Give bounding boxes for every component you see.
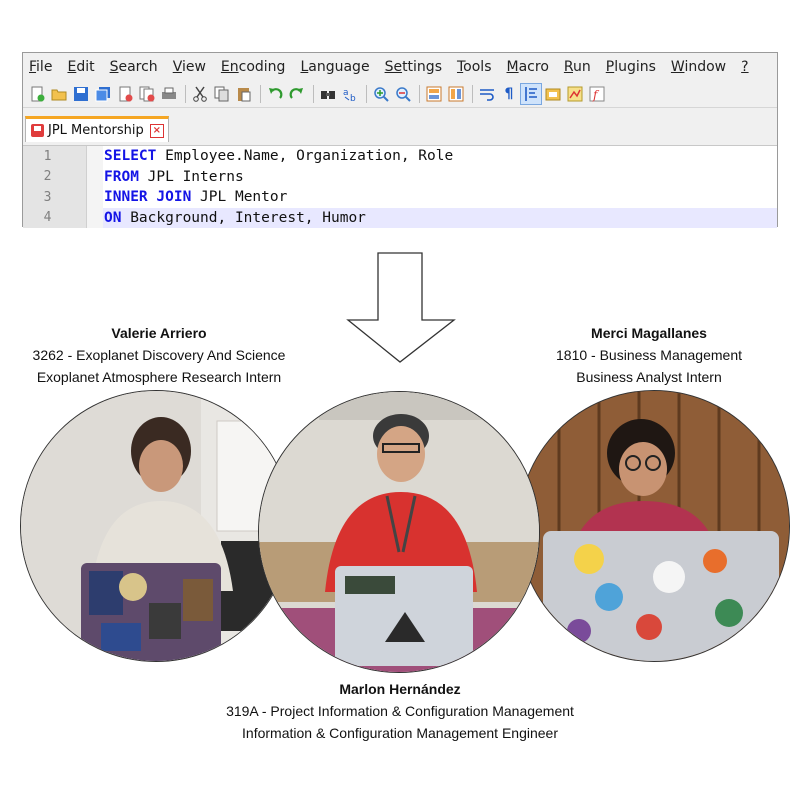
line-number: 2	[23, 166, 87, 187]
person-organization: 1810 - Business Management	[556, 347, 742, 363]
find-icon[interactable]	[318, 84, 338, 104]
photo-left-illustration	[21, 391, 291, 661]
new-file-icon[interactable]	[27, 84, 47, 104]
photo-merci	[518, 390, 790, 662]
save-all-icon[interactable]	[93, 84, 113, 104]
svg-text:a: a	[343, 88, 349, 98]
copy-icon[interactable]	[212, 84, 232, 104]
code-editor[interactable]: 1 SELECT Employee.Name, Organization, Ro…	[23, 145, 777, 228]
sql-keyword: SELECT	[104, 148, 157, 165]
menu-run[interactable]: Run	[563, 58, 591, 75]
code-line-current: 4 ON Background, Interest, Humor	[23, 207, 777, 228]
photo-marlon	[258, 391, 540, 673]
close-icon[interactable]: ×	[149, 123, 164, 138]
unsaved-file-icon	[31, 124, 44, 137]
menu-encoding[interactable]: Encoding	[220, 58, 286, 75]
toolbar-separator	[313, 84, 314, 103]
function-list-icon[interactable]: f	[587, 84, 607, 104]
code-line: 2 FROM JPL Interns	[23, 166, 777, 187]
svg-text:f: f	[592, 88, 600, 102]
show-all-chars-icon[interactable]: ¶	[504, 85, 514, 102]
close-icon[interactable]	[115, 84, 135, 104]
toolbar-separator	[419, 84, 420, 103]
down-arrow-icon	[346, 252, 456, 363]
person-organization: 319A - Project Information & Configurati…	[226, 703, 574, 719]
person-role: Business Analyst Intern	[576, 369, 722, 385]
menu-macro[interactable]: Macro	[506, 58, 549, 75]
photo-right-illustration	[519, 391, 789, 661]
person-role: Information & Configuration Management E…	[242, 725, 558, 741]
toolbar-separator	[185, 84, 186, 103]
line-number: 3	[23, 187, 87, 208]
sync-vertical-icon[interactable]	[424, 84, 444, 104]
menu-settings[interactable]: Settings	[384, 58, 442, 75]
tab-label: JPL Mentorship	[48, 123, 144, 138]
menu-plugins[interactable]: Plugins	[605, 58, 656, 75]
open-file-icon[interactable]	[49, 84, 69, 104]
menu-language[interactable]: Language	[300, 58, 370, 75]
folder-workspace-icon[interactable]	[543, 84, 563, 104]
fold-margin	[87, 146, 103, 167]
zoom-out-icon[interactable]	[393, 84, 413, 104]
person-role: Exoplanet Atmosphere Research Intern	[36, 369, 282, 385]
paste-icon[interactable]	[234, 84, 254, 104]
redo-icon[interactable]	[287, 84, 307, 104]
code-text: ON Background, Interest, Humor	[104, 209, 366, 226]
document-map-icon[interactable]	[565, 84, 585, 104]
undo-icon[interactable]	[265, 84, 285, 104]
code-line: 3 INNER JOIN JPL Mentor	[23, 187, 777, 208]
code-line: 1 SELECT Employee.Name, Organization, Ro…	[23, 146, 777, 167]
line-number: 4	[23, 207, 87, 228]
menu-help[interactable]: ?	[741, 58, 749, 75]
save-icon[interactable]	[71, 84, 91, 104]
sql-keyword: FROM	[104, 168, 139, 185]
photo-valerie	[20, 390, 292, 662]
menu-edit[interactable]: Edit	[67, 58, 95, 75]
menu-tools[interactable]: Tools	[456, 58, 492, 75]
close-all-icon[interactable]	[137, 84, 157, 104]
toolbar-separator	[472, 84, 473, 103]
menu-window[interactable]: Window	[670, 58, 727, 75]
person-name: Merci Magallanes	[591, 325, 707, 341]
code-text: SELECT Employee.Name, Organization, Role	[104, 148, 454, 165]
photo-center-illustration	[259, 392, 539, 672]
menu-view[interactable]: View	[172, 58, 206, 75]
word-wrap-icon[interactable]	[477, 84, 497, 104]
fold-margin	[87, 207, 103, 228]
line-number: 1	[23, 146, 87, 167]
code-text: INNER JOIN JPL Mentor	[104, 189, 288, 206]
menu-bar: File Edit Search View Encoding Language …	[23, 53, 777, 80]
toolbar-separator	[366, 84, 367, 103]
person-name: Valerie Arriero	[111, 325, 207, 341]
code-text: FROM JPL Interns	[104, 168, 244, 185]
fold-margin	[87, 187, 103, 208]
person-name: Marlon Hernández	[339, 681, 461, 697]
zoom-in-icon[interactable]	[371, 84, 391, 104]
person-caption-left: Valerie Arriero 3262 - Exoplanet Discove…	[14, 322, 304, 388]
print-icon[interactable]	[159, 84, 179, 104]
tab-bar: JPL Mentorship ×	[23, 108, 777, 142]
person-caption-center: Marlon Hernández 319A - Project Informat…	[150, 678, 650, 744]
menu-search[interactable]: Search	[109, 58, 158, 75]
sql-keyword: ON	[104, 209, 122, 226]
person-organization: 3262 - Exoplanet Discovery And Science	[32, 347, 286, 363]
fold-margin	[87, 166, 103, 187]
svg-text:b: b	[350, 94, 356, 102]
indent-guide-icon[interactable]	[520, 82, 542, 105]
menu-file[interactable]: File	[29, 58, 53, 75]
person-caption-right: Merci Magallanes 1810 - Business Managem…	[504, 322, 794, 388]
tab-jpl-mentorship[interactable]: JPL Mentorship ×	[25, 116, 169, 142]
cut-icon[interactable]	[190, 84, 210, 104]
toolbar-separator	[260, 84, 261, 103]
sync-horizontal-icon[interactable]	[446, 84, 466, 104]
editor-window: File Edit Search View Encoding Language …	[22, 52, 778, 228]
sql-keyword: INNER JOIN	[104, 189, 192, 206]
